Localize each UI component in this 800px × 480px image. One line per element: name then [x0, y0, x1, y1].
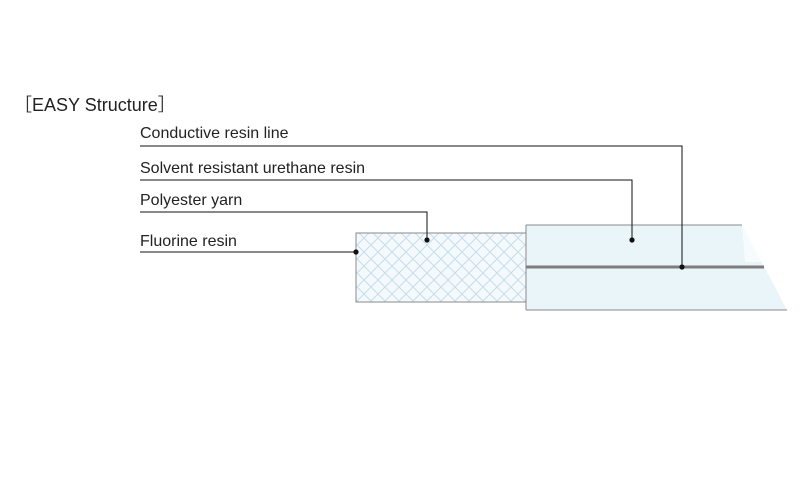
leader-dots: [353, 237, 685, 270]
label-conductive-resin-line: Conductive resin line: [140, 125, 289, 142]
leader-polyester-yarn: [140, 211, 428, 240]
dot-polyester-yarn: [424, 237, 430, 243]
label-polyester-yarn: Polyester yarn: [140, 192, 243, 209]
dot-solvent-resistant-urethane-resin: [629, 237, 635, 243]
leader-conductive-resin-line: [140, 145, 683, 267]
title-open-bracket: ［: [14, 95, 32, 115]
label-fluorine-resin: Fluorine resin: [140, 233, 237, 250]
label-solvent-resistant-urethane-resin: Solvent resistant urethane resin: [140, 160, 366, 177]
braided-layer: [355, 232, 529, 303]
title-close-bracket: ］: [157, 95, 176, 115]
dot-fluorine-resin: [353, 249, 359, 255]
title-word-structure: Structure: [84, 95, 158, 115]
leader-lines: [140, 145, 683, 267]
dot-conductive-resin-line: [679, 264, 685, 270]
leader-solvent-resistant-urethane-resin: [140, 179, 633, 240]
title-word-easy: EASY: [32, 95, 80, 115]
diagram-title: ［EASY Structure］: [14, 94, 176, 116]
